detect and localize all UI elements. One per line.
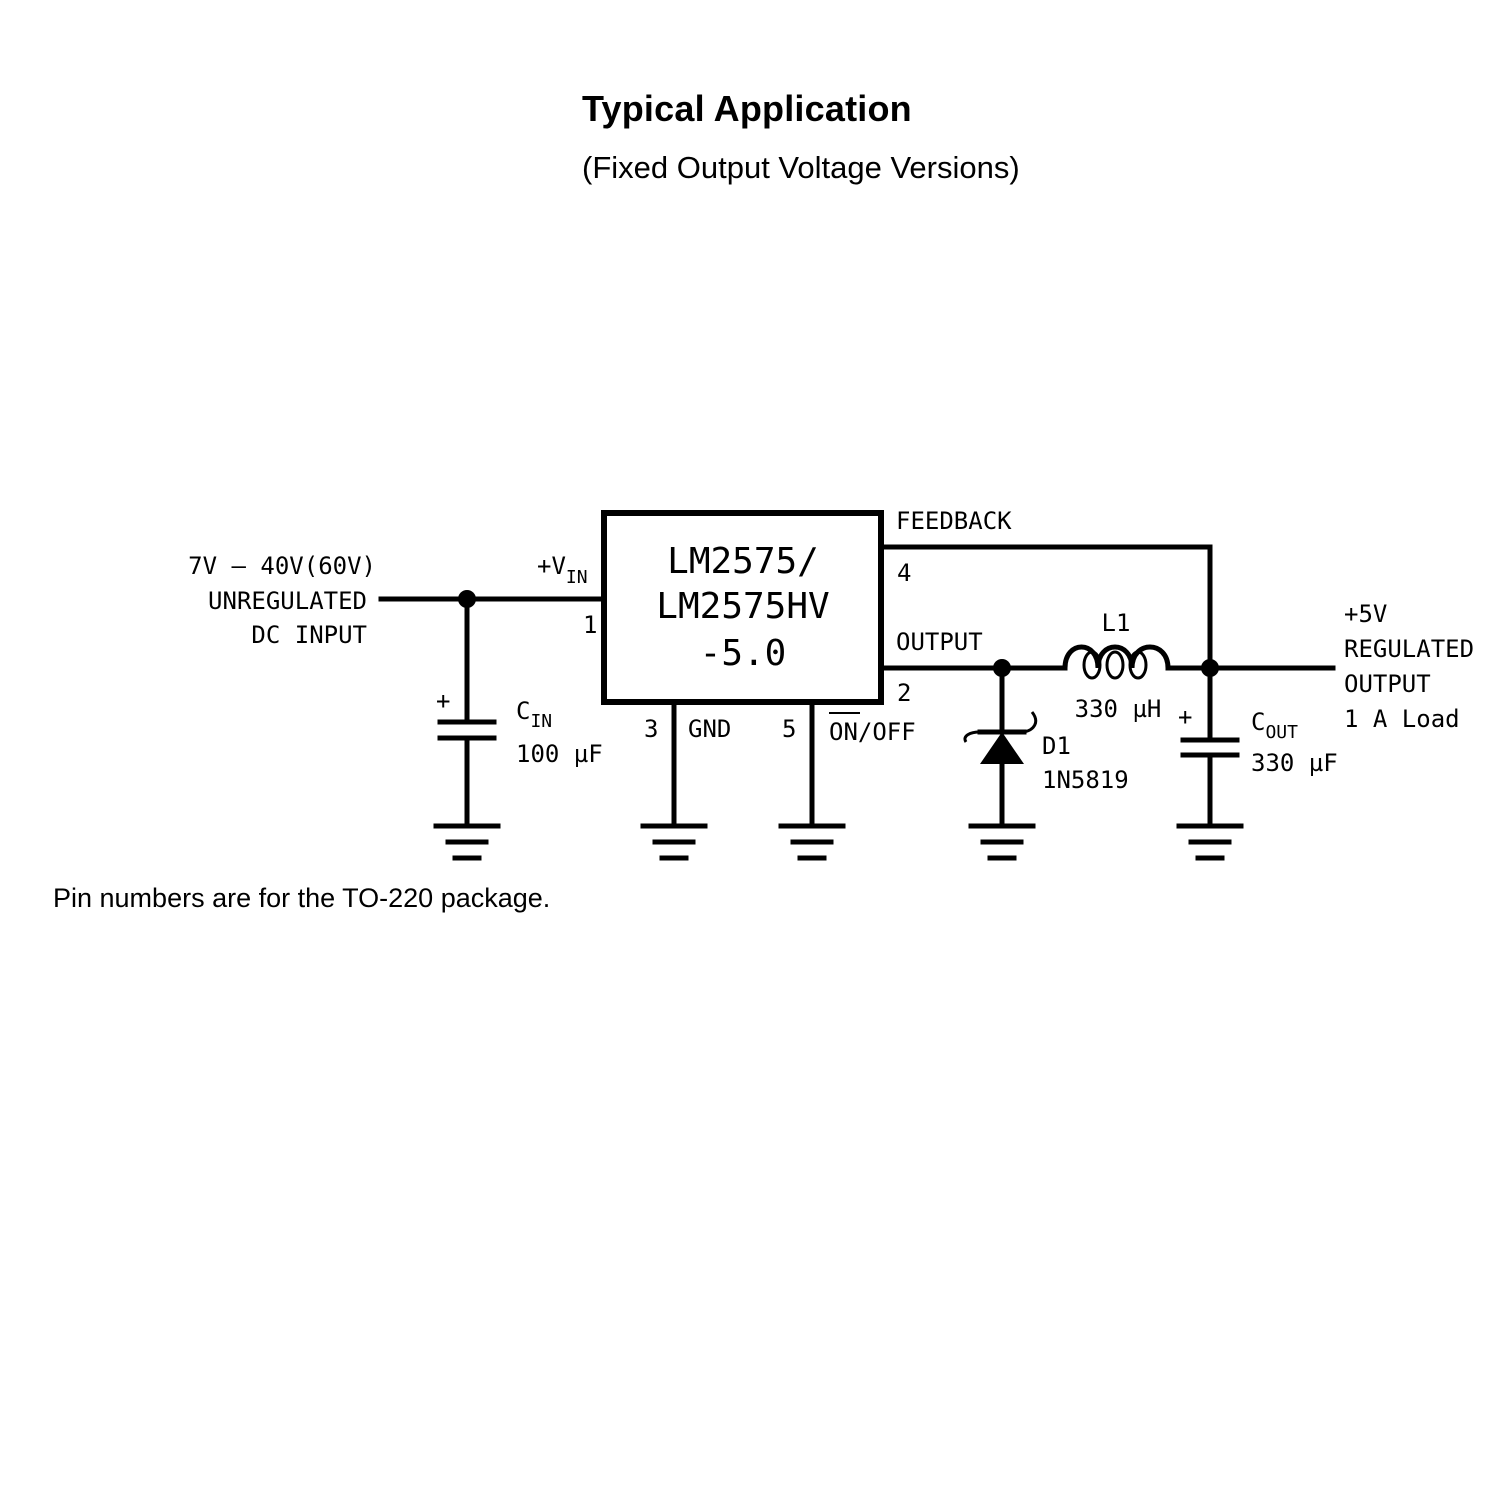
cin-plus-sign: + [436,687,450,715]
off-label: /OFF [858,718,916,746]
cout-letter: C [1251,708,1265,736]
inductor-name: L1 [1102,609,1131,637]
ic-body [601,510,884,705]
page-subtitle: (Fixed Output Voltage Versions) [582,150,1020,185]
pin-number-2: 2 [897,679,911,707]
pin-number-5: 5 [782,715,796,743]
on-label: ON [829,718,858,746]
package-footnote: Pin numbers are for the TO-220 package. [53,883,551,913]
capacitor-cin [437,719,497,741]
output-load: 1 A Load [1344,705,1460,733]
cout-subscript: OUT [1265,722,1298,743]
gnd-pin-label: GND [688,715,731,743]
page-title: Typical Application [582,88,912,129]
diode-part-number: 1N5819 [1042,766,1129,794]
ic-name-line1: LM2575/ [667,541,819,582]
wires [378,544,1336,829]
cin-subscript: IN [530,711,552,732]
junction-dot [458,590,476,608]
onoff-pin-label: ON/OFF [829,718,916,746]
cin-value: 100 µF [516,740,603,768]
input-dc-input: DC INPUT [251,621,367,649]
junctions [458,590,1219,677]
cout-value: 330 µF [1251,749,1338,777]
inductor-value: 330 µH [1075,695,1162,723]
output-voltage: +5V [1344,600,1387,628]
pin-number-4: 4 [897,559,911,587]
inductor-loops [1082,650,1148,680]
output-regulated: REGULATED [1344,635,1474,663]
cout-name: COUT [1251,708,1298,743]
pin-number-1: 1 [583,611,597,639]
cout-plus-sign: + [1178,703,1192,731]
ground-symbol [640,823,708,861]
junction-dot [1201,659,1219,677]
diode-d1 [963,711,1038,764]
input-voltage-range: 7V – 40V(60V) [188,552,376,580]
ic-name-line2: LM2575HV [656,586,829,627]
feedback-label: FEEDBACK [896,507,1012,535]
ground-symbol [778,823,846,861]
cin-letter: C [516,697,530,725]
pin-number-3: 3 [644,715,658,743]
output-output: OUTPUT [1344,670,1431,698]
ground-symbol [433,823,501,861]
vin-label: +V [537,552,566,580]
capacitor-cout [1180,737,1240,758]
input-unregulated: UNREGULATED [208,587,367,615]
diode-triangle [980,732,1024,764]
inductor-l1 [1062,644,1171,671]
vin-subscript: IN [566,567,588,588]
ground-symbol [1176,823,1244,861]
vin-pin-label: +VIN [537,552,588,588]
diode-schottky-hooks [963,711,1038,743]
cin-name: CIN [516,697,552,732]
ic-name-line3: -5.0 [700,633,787,674]
diode-name: D1 [1042,732,1071,760]
junction-dot [993,659,1011,677]
ground-symbol [968,823,1036,861]
output-pin-label: OUTPUT [896,628,983,656]
